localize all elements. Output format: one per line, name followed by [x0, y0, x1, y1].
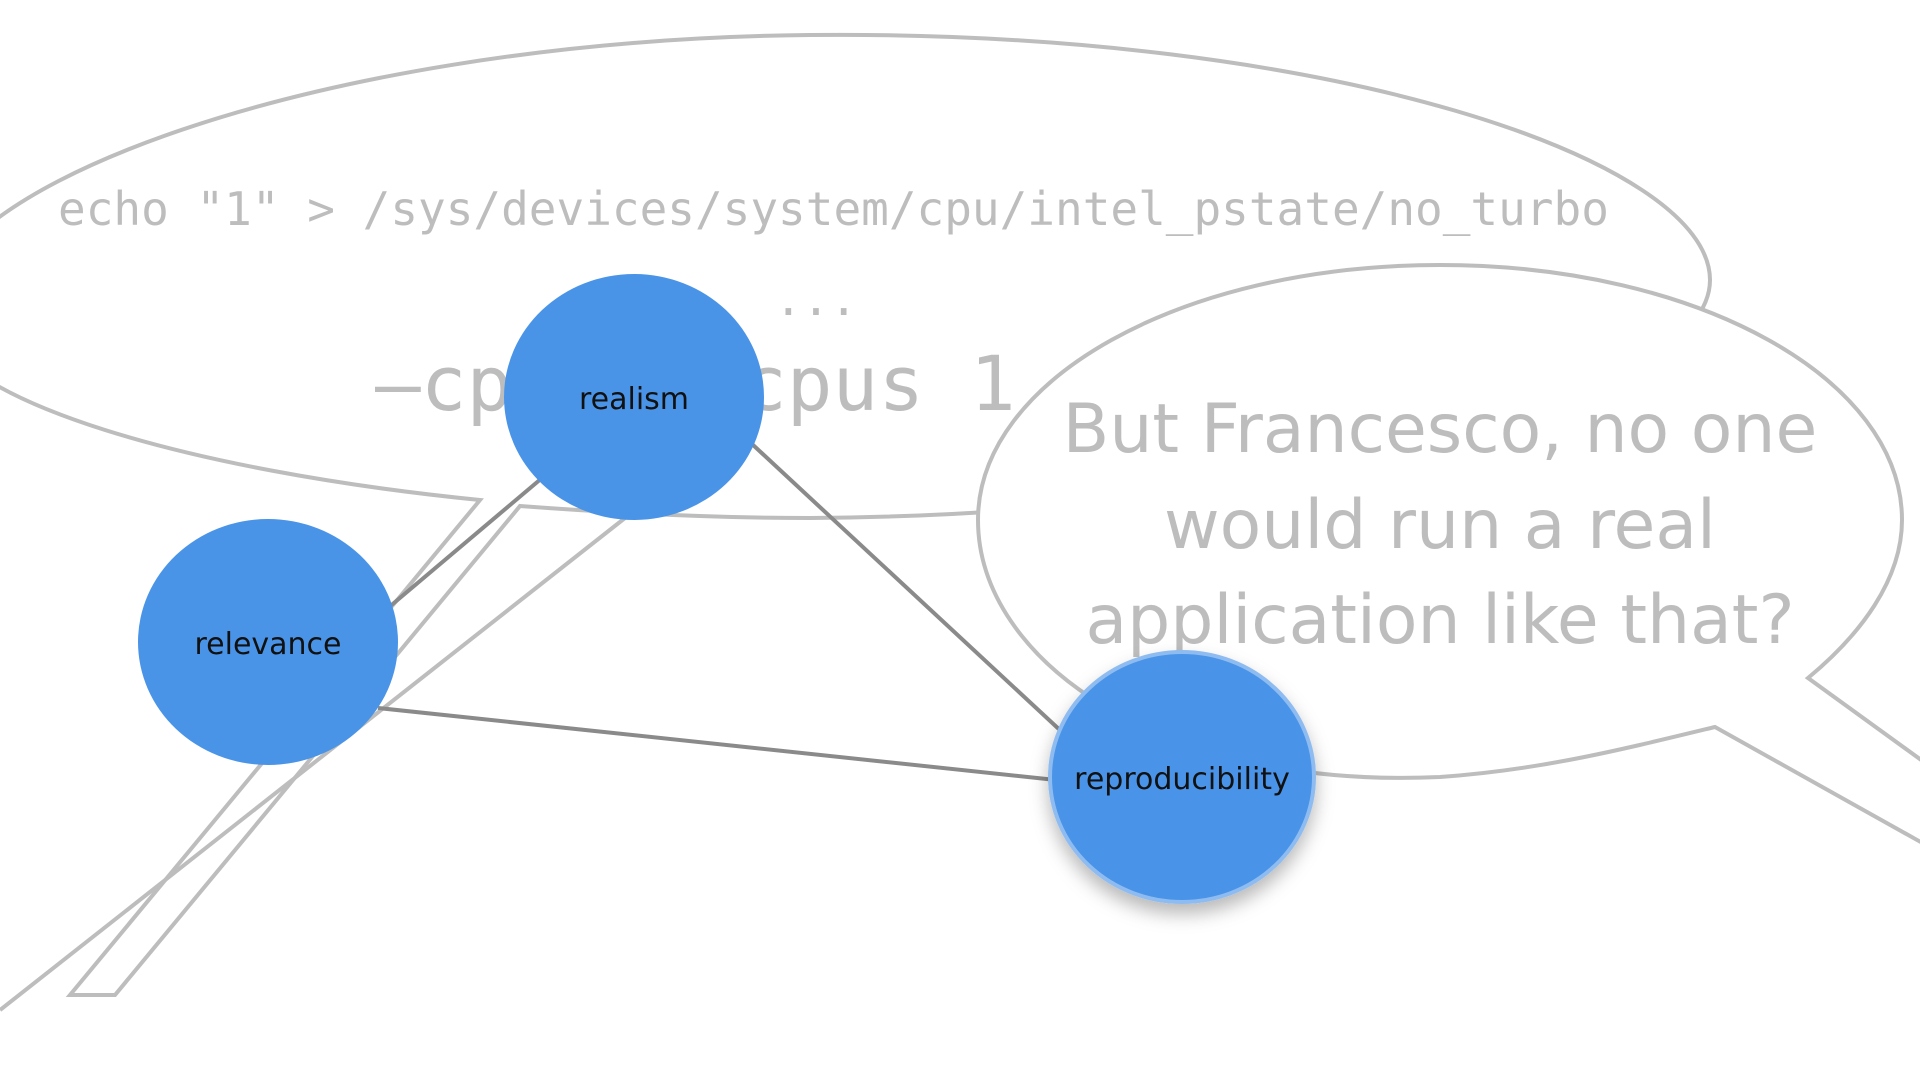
- edge-realism-relevance: [386, 476, 544, 610]
- speech-bubble-left: [0, 32, 1713, 997]
- bubble-right-line-1: But Francesco, no one: [1063, 390, 1818, 469]
- bubble-right-line-2: would run a real: [1164, 486, 1716, 565]
- node-relevance[interactable]: relevance: [138, 519, 398, 765]
- node-relevance-circle: [138, 519, 398, 765]
- edge-relevance-reproducibility: [377, 706, 1057, 782]
- node-reproducibility-circle: [1048, 650, 1316, 904]
- node-reproducibility-label: reproducibility: [1074, 762, 1290, 797]
- node-reproducibility[interactable]: reproducibility: [1048, 650, 1316, 904]
- edge-realism-reproducibility: [750, 442, 1064, 734]
- speech-bubble-left-tail: [0, 516, 627, 1012]
- node-relevance-label: relevance: [194, 627, 341, 662]
- command-line-text: echo "1" > /sys/devices/system/cpu/intel…: [58, 182, 1609, 236]
- node-realism-label: realism: [579, 382, 689, 417]
- node-realism-circle: [504, 274, 764, 520]
- ellipsis-text: ...: [774, 272, 857, 326]
- node-realism[interactable]: realism: [504, 274, 764, 520]
- bubble-right-line-3: application like that?: [1085, 581, 1794, 660]
